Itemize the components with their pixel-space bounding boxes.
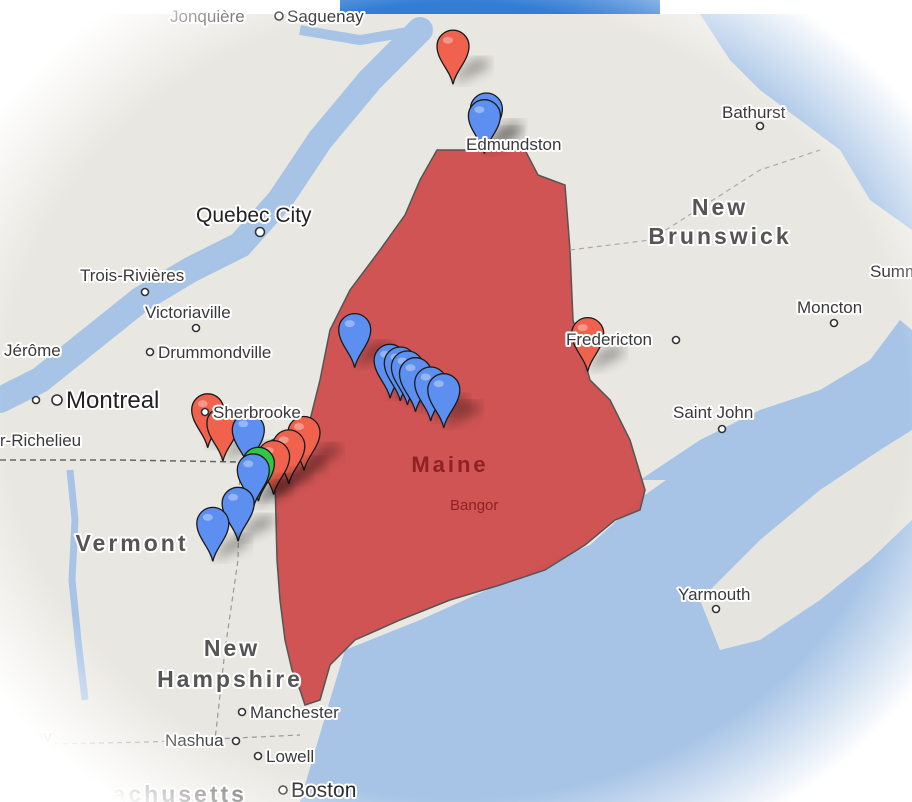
city-label-bangor: Bangor [450, 497, 498, 514]
city-dot-saguenay [274, 11, 284, 21]
city-label-yarmouth: Yarmouth [678, 585, 750, 604]
city-dot-nashua [231, 736, 241, 746]
region-label-vermont: Vermont [75, 530, 188, 556]
city-label-manchester: Manchester [250, 703, 339, 722]
pin-highlight [474, 106, 485, 114]
city-label-edmundston: Edmundston [466, 135, 561, 154]
city-label-saguenay: Saguenay [287, 7, 364, 26]
city-label-moncton: Moncton [797, 298, 862, 317]
city-dot-victoriaville [191, 323, 201, 333]
city-label-montreal: Montreal [66, 387, 159, 414]
city-label-boston: Boston [291, 779, 356, 802]
city-dot-laval [31, 395, 41, 405]
city-label-fredericton: Fredericton [566, 330, 652, 349]
region-label-new-brunswick-line1: New [692, 194, 748, 220]
city-label-sherbrooke: Sherbrooke [213, 403, 301, 422]
city-dot-fredericton [671, 335, 681, 345]
region-label-new-hampshire-line1: New [204, 635, 260, 661]
city-label-jerome: Jérôme [4, 341, 61, 360]
city-dot-montreal [51, 394, 63, 406]
city-dot-lowell [253, 751, 263, 761]
city-dot-drummondville [145, 347, 155, 357]
pin-highlight [344, 320, 355, 328]
city-dot-bathurst [755, 121, 765, 131]
city-label-trois-rivieres: Trois-Rivières [80, 266, 184, 285]
city-label-bathurst: Bathurst [722, 103, 786, 122]
city-label-lowell: Lowell [266, 747, 314, 766]
pin-highlight [420, 373, 431, 381]
city-label-albany: Albany [0, 727, 52, 746]
city-label-quebec-city: Quebec City [196, 204, 312, 227]
city-dot-yarmouth [711, 604, 721, 614]
region-label-new-hampshire-line2: Hampshire [157, 666, 303, 692]
city-label-drummondville: Drummondville [158, 343, 271, 362]
region-label-new-brunswick-line2: Brunswick [648, 223, 791, 249]
pin-highlight [443, 36, 453, 44]
city-dot-boston [278, 785, 288, 795]
city-dot-saint-john [717, 424, 727, 434]
pin-highlight [294, 423, 304, 430]
title-strip-right [810, 0, 880, 14]
city-dot-sherbrooke [200, 407, 210, 417]
city-dot-moncton [829, 318, 839, 328]
city-dot-manchester [237, 707, 247, 717]
city-label-nashua: Nashua [165, 731, 224, 750]
region-label-massachusetts: Massachusetts [43, 781, 247, 802]
city-label-saint-jean: Saint-Jean-sur-Richelieu [0, 431, 81, 450]
city-label-victoriaville: Victoriaville [145, 303, 231, 322]
city-label-summerside: Summerside [870, 262, 912, 281]
pin-highlight [243, 460, 254, 468]
city-label-jonquiere: Jonquière [170, 7, 245, 26]
pin-highlight [228, 493, 239, 501]
city-dot-quebec-city [254, 226, 266, 238]
pin-highlight [433, 380, 444, 388]
pin-highlight [405, 364, 416, 372]
city-dot-albany [21, 747, 31, 757]
pin-highlight [202, 513, 213, 521]
state-label-maine: Maine [411, 452, 488, 477]
title-strip [340, 0, 660, 14]
pin-highlight [197, 400, 208, 408]
city-dot-trois-rivieres [140, 287, 150, 297]
city-label-saint-john: Saint John [673, 403, 753, 422]
